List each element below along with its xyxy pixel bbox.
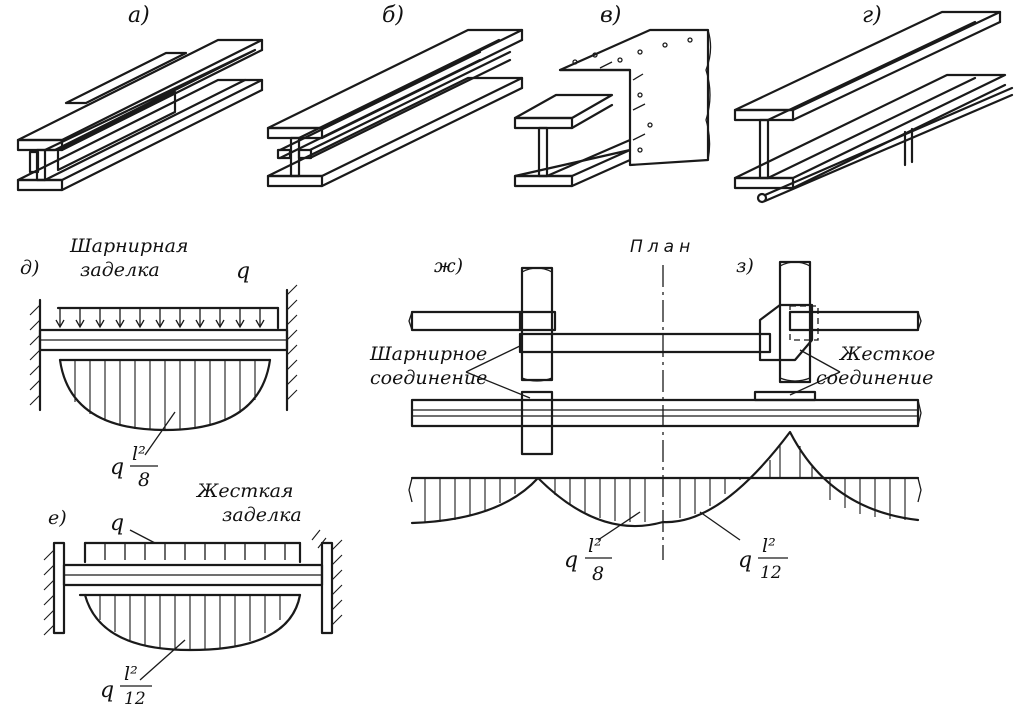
rigid-joint-label-line1: Жесткое: [838, 343, 935, 365]
moment-label-e: q l² 12: [100, 663, 152, 706]
load-arrows-d: [55, 308, 265, 329]
hinge-joint-label-line2: соединение: [370, 367, 487, 389]
label-d: д): [20, 257, 39, 279]
svg-text:8: 8: [592, 563, 604, 585]
label-g: г): [862, 3, 882, 28]
concrete-fill-dots: [572, 37, 693, 153]
rigid-joint-label-line2: соединение: [816, 367, 933, 389]
beam-b-drawing: [266, 28, 524, 188]
moment-hatch-plan: [424, 446, 906, 523]
svg-text:12: 12: [760, 563, 782, 583]
moment-label-plan-12: q l² 12: [738, 535, 788, 583]
beam-e-drawing: [43, 529, 343, 681]
plan-label: План: [630, 237, 695, 257]
svg-text:q: q: [110, 455, 124, 480]
beam-a-drawing: [16, 38, 264, 192]
support-hatch-e: [43, 529, 343, 636]
rigid-support-label-line1: Жесткая: [195, 480, 294, 502]
svg-text:l²: l²: [588, 535, 602, 557]
hinge-joint-label-line1: Шарнирное: [369, 343, 487, 365]
beam-g-drawing: [733, 10, 1014, 204]
hinge-support-label-line2: заделка: [80, 259, 160, 281]
hinge-support-label-line1: Шарнирная: [69, 235, 189, 257]
svg-text:q: q: [564, 548, 578, 573]
load-ticks-e: [104, 543, 286, 560]
label-a: а): [128, 3, 150, 28]
rigid-support-label-line2: заделка: [222, 504, 302, 526]
svg-text:8: 8: [138, 469, 150, 491]
svg-text:12: 12: [124, 689, 146, 706]
svg-text:q: q: [738, 548, 752, 573]
load-label-e: q: [110, 511, 124, 536]
moment-label-plan-8: q l² 8: [564, 535, 612, 585]
moment-hatch-d: [74, 360, 256, 430]
label-v: в): [600, 3, 621, 28]
svg-text:l²: l²: [124, 663, 138, 685]
svg-text:q: q: [100, 678, 114, 703]
svg-text:l²: l²: [762, 535, 776, 557]
plan-drawing: [408, 260, 922, 560]
load-label-d: q: [236, 259, 250, 284]
beam-v-drawing: [513, 28, 712, 188]
beam-d-drawing: [29, 284, 298, 456]
label-e: е): [48, 507, 67, 529]
label-zh: ж): [434, 255, 463, 277]
moment-label-d: q l² 8: [110, 443, 158, 491]
moment-hatch-e: [99, 595, 281, 650]
label-b: б): [382, 3, 404, 28]
support-hatch-d: [29, 284, 298, 406]
label-z: з): [736, 255, 754, 277]
svg-text:l²: l²: [132, 443, 146, 465]
